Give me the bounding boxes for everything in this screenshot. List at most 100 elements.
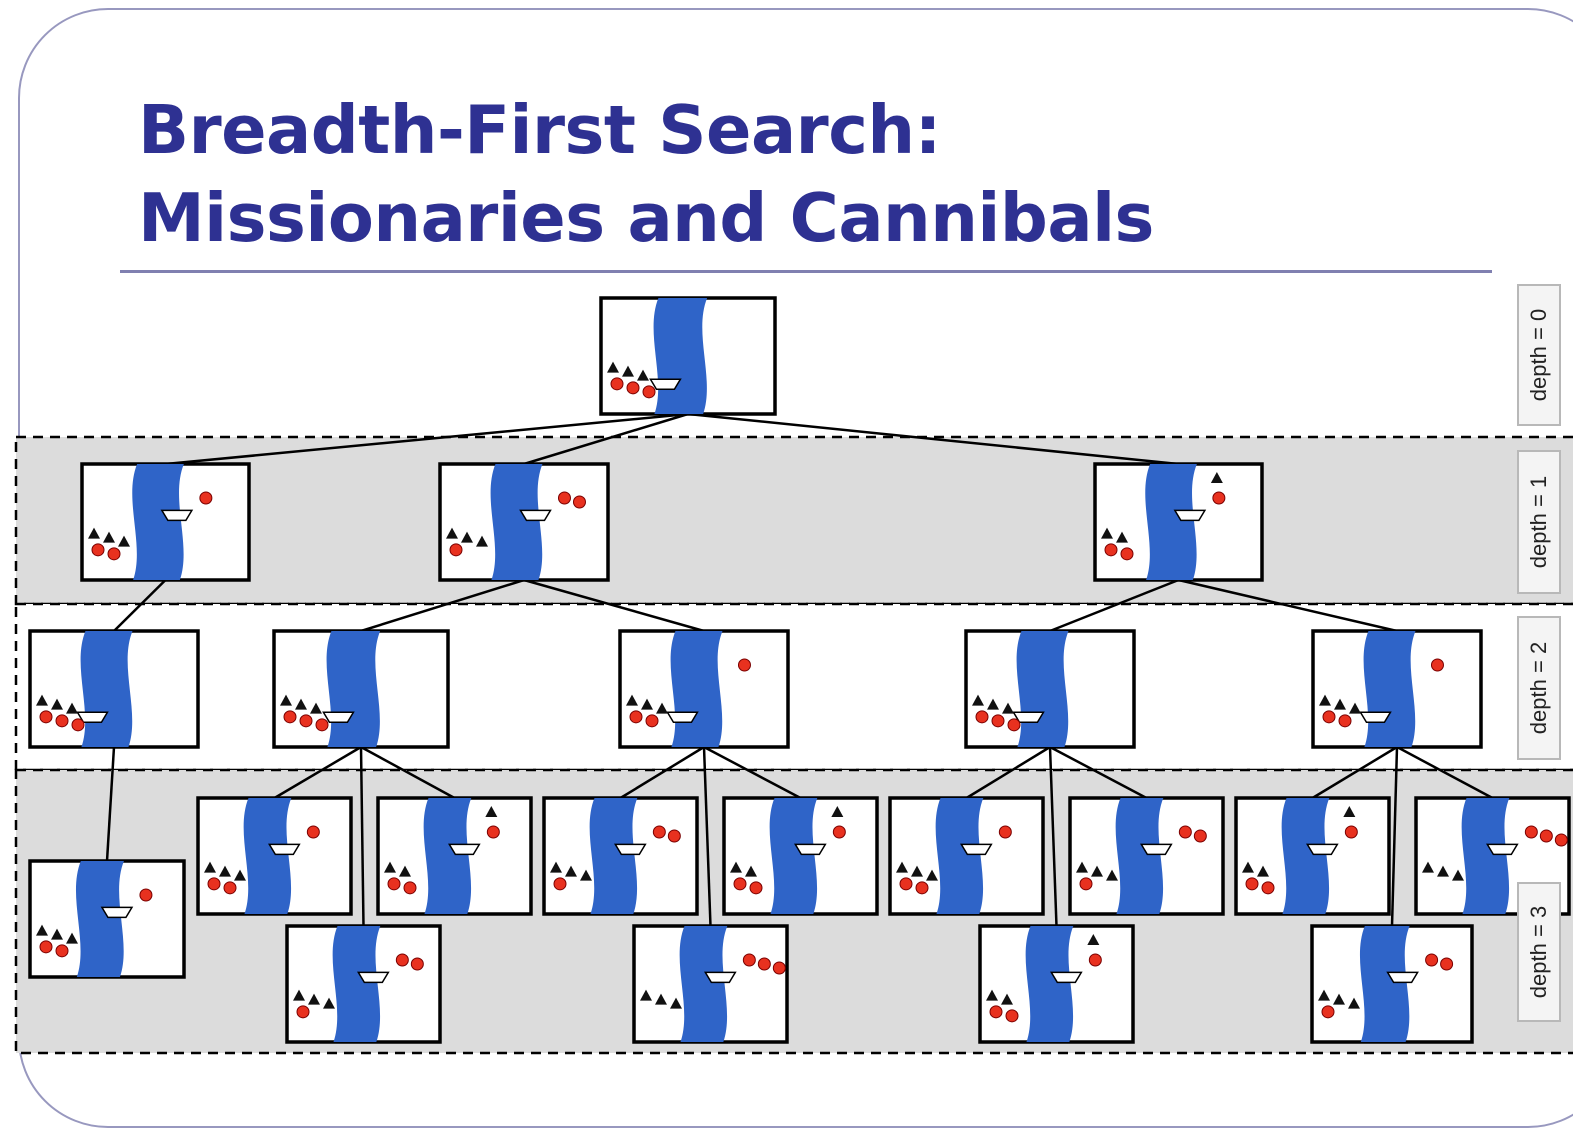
cannibal-icon: [404, 882, 416, 894]
depth-label-3: depth = 3: [1517, 882, 1561, 1022]
state-node-n2c: [620, 631, 788, 747]
cannibal-icon: [208, 878, 220, 890]
river-shape: [1462, 798, 1510, 914]
cannibal-icon: [200, 492, 212, 504]
boat-icon: [705, 972, 735, 982]
boat-icon: [1141, 844, 1171, 854]
cannibal-icon: [300, 715, 312, 727]
boat-icon: [269, 844, 299, 854]
cannibal-icon: [1105, 544, 1117, 556]
cannibal-icon: [56, 945, 68, 957]
cannibal-icon: [1339, 715, 1351, 727]
cannibal-icon: [1006, 1010, 1018, 1022]
river-shape: [1364, 631, 1416, 747]
state-node-n2d: [966, 631, 1134, 747]
river-shape: [1116, 798, 1164, 914]
cannibal-icon: [450, 544, 462, 556]
cannibal-icon: [1322, 1006, 1334, 1018]
state-node-n3h: [890, 798, 1043, 914]
cannibal-icon: [1540, 830, 1552, 842]
cannibal-icon: [1441, 958, 1453, 970]
state-node-n3a: [30, 861, 184, 977]
river-shape: [654, 298, 708, 414]
river-shape: [590, 798, 638, 914]
state-node-n2b: [274, 631, 448, 747]
river-shape: [936, 798, 984, 914]
river-shape: [1360, 926, 1410, 1042]
boat-icon: [650, 379, 680, 389]
river-shape: [132, 464, 184, 580]
cannibal-icon: [1179, 826, 1191, 838]
river-shape: [770, 798, 818, 914]
state-node-n2a: [30, 631, 198, 747]
state-node-n3l: [1312, 926, 1472, 1042]
cannibal-icon: [646, 715, 658, 727]
river-shape: [1017, 631, 1069, 747]
river-shape: [1026, 926, 1074, 1042]
state-node-n0: [601, 298, 775, 414]
cannibal-icon: [554, 878, 566, 890]
cannibal-icon: [1555, 834, 1567, 846]
boat-icon: [323, 712, 353, 722]
river-shape: [424, 798, 472, 914]
boat-icon: [795, 844, 825, 854]
state-node-n3i: [980, 926, 1133, 1042]
state-node-n1c: [1095, 464, 1262, 580]
boat-icon: [961, 844, 991, 854]
cannibal-icon: [773, 962, 785, 974]
state-node-n3c: [287, 926, 440, 1042]
cannibal-icon: [1008, 719, 1020, 731]
depth-label-0: depth = 0: [1517, 284, 1561, 426]
cannibal-icon: [627, 382, 639, 394]
cannibal-icon: [388, 878, 400, 890]
river-shape: [680, 926, 728, 1042]
cannibal-icon: [573, 496, 585, 508]
cannibal-icon: [40, 941, 52, 953]
river-shape: [1145, 464, 1197, 580]
cannibal-icon: [668, 830, 680, 842]
boat-icon: [667, 712, 697, 722]
cannibal-icon: [396, 954, 408, 966]
cannibal-icon: [316, 719, 328, 731]
state-node-n3g: [724, 798, 877, 914]
cannibal-icon: [297, 1006, 309, 1018]
cannibal-icon: [1246, 878, 1258, 890]
cannibal-icon: [976, 711, 988, 723]
boat-icon: [615, 844, 645, 854]
boat-icon: [1487, 844, 1517, 854]
state-node-n3f: [634, 926, 787, 1042]
cannibal-icon: [411, 958, 423, 970]
cannibal-icon: [1213, 492, 1225, 504]
river-shape: [1282, 798, 1330, 914]
cannibal-icon: [72, 719, 84, 731]
cannibal-icon: [108, 548, 120, 560]
cannibal-icon: [990, 1006, 1002, 1018]
cannibal-icon: [611, 378, 623, 390]
boat-icon: [1175, 510, 1205, 520]
boat-icon: [358, 972, 388, 982]
cannibal-icon: [738, 659, 750, 671]
cannibal-icon: [92, 544, 104, 556]
boat-icon: [1307, 844, 1337, 854]
cannibal-icon: [1431, 659, 1443, 671]
cannibal-icon: [734, 878, 746, 890]
cannibal-icon: [224, 882, 236, 894]
cannibal-icon: [1089, 954, 1101, 966]
river-shape: [244, 798, 292, 914]
state-node-n3k: [1236, 798, 1389, 914]
cannibal-icon: [558, 492, 570, 504]
depth-label-1: depth = 1: [1517, 450, 1561, 594]
cannibal-icon: [284, 711, 296, 723]
cannibal-icon: [643, 386, 655, 398]
state-node-n3b: [198, 798, 351, 914]
depth-label-2: depth = 2: [1517, 616, 1561, 760]
state-node-n3j: [1070, 798, 1223, 914]
cannibal-icon: [743, 954, 755, 966]
state-node-n3e: [544, 798, 697, 914]
cannibal-icon: [487, 826, 499, 838]
cannibal-icon: [833, 826, 845, 838]
cannibal-icon: [1426, 954, 1438, 966]
river-shape: [333, 926, 381, 1042]
state-node-n1b: [440, 464, 608, 580]
river-shape: [327, 631, 381, 747]
